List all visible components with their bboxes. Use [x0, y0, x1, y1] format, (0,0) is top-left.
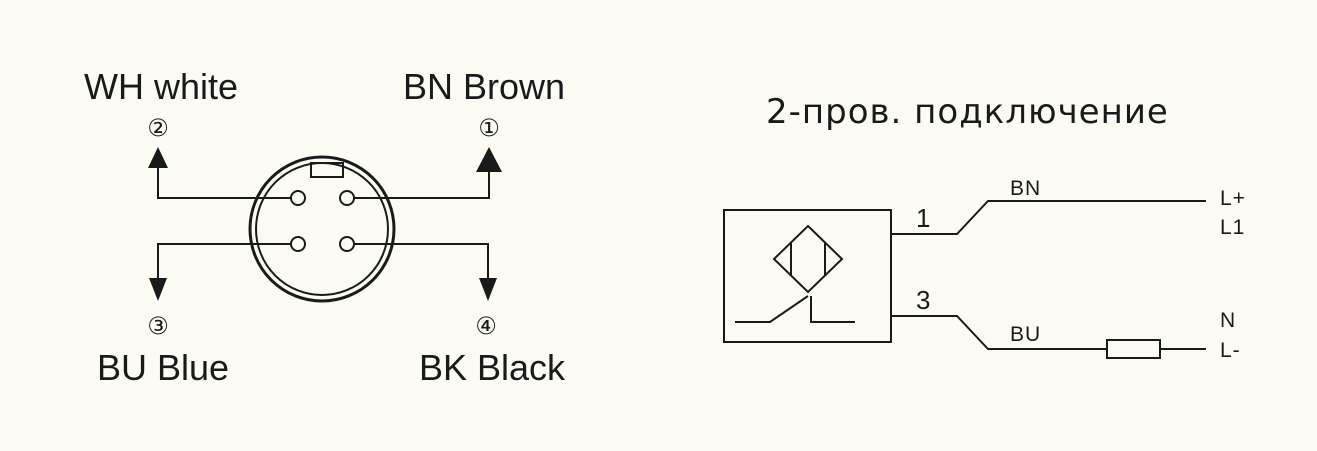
supply-n-label: N — [1220, 309, 1236, 332]
terminal-1-label: 1 — [916, 203, 930, 233]
supply-positive-label: L+ — [1220, 187, 1246, 210]
sensor-symbol-icon — [772, 224, 844, 294]
sensor-box — [723, 209, 892, 343]
supply-l1-label: L1 — [1220, 216, 1245, 239]
pin-1-arrow — [476, 147, 502, 172]
pin-4-lead — [354, 243, 489, 282]
bn-wire — [891, 200, 1206, 235]
pin-1-number: ① — [478, 114, 500, 142]
terminal-3-label: 3 — [916, 285, 930, 315]
connector-outer-ring — [248, 155, 396, 303]
schematic-title: 2-пров. подключение — [766, 92, 1169, 132]
pin-3-arrow — [149, 278, 167, 301]
switch-contact-icon — [735, 295, 855, 323]
pin-1-hole — [339, 190, 355, 206]
pin-2-lead — [157, 162, 291, 199]
connector-pinout: WH white ② BN Brown ① ③ BU Blue ④ BK Bla… — [84, 66, 566, 388]
pin-4-number: ④ — [475, 312, 497, 340]
bn-wire-label: BN — [1010, 177, 1041, 200]
pin-2-number: ② — [147, 114, 169, 142]
pin-1-label: BN Brown — [403, 66, 565, 107]
connector-key-notch — [310, 162, 344, 178]
pin-2-arrow — [148, 147, 168, 168]
pin-3-hole — [290, 236, 306, 252]
pin-3-number: ③ — [147, 312, 169, 340]
pin-1-lead — [354, 165, 490, 199]
pin-4-hole — [339, 236, 355, 252]
pin-4-label: BK Black — [419, 347, 566, 388]
pin-3-label: BU Blue — [97, 347, 229, 388]
pin-3-lead — [157, 243, 291, 282]
supply-negative-label: L- — [1220, 339, 1241, 362]
pin-2-hole — [290, 190, 306, 206]
connector-inner-ring — [255, 162, 389, 296]
two-wire-schematic: 2-пров. подключение 1 3 BN BU L+ L1 N L- — [723, 92, 1246, 362]
bu-wire-label: BU — [1010, 323, 1041, 346]
load-resistor — [1106, 339, 1161, 359]
pin-4-arrow — [479, 278, 497, 301]
pin-2-label: WH white — [84, 66, 238, 107]
bu-wire — [891, 315, 1107, 350]
